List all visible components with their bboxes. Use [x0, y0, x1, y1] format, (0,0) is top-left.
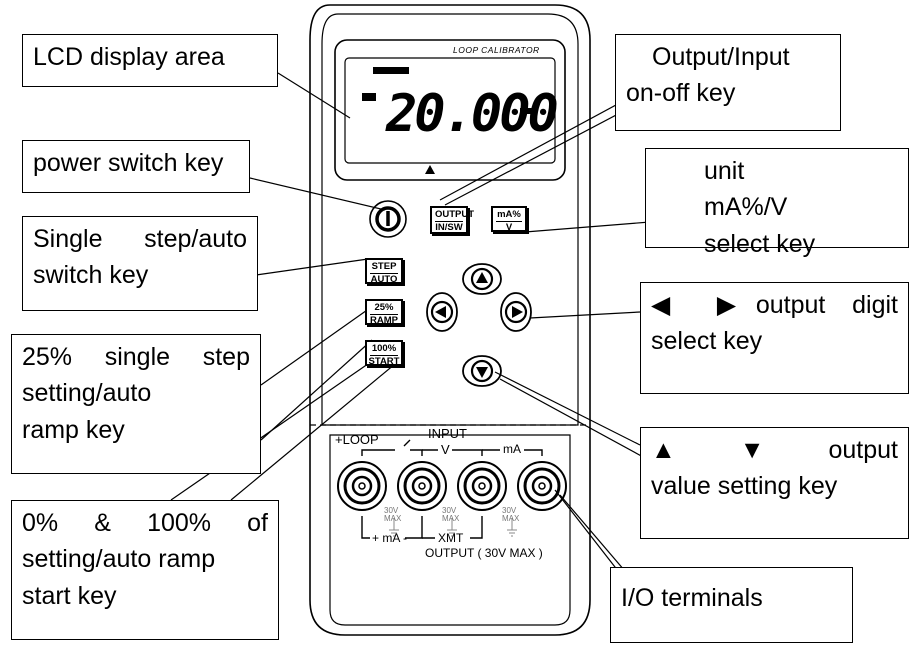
callout-output-input: Output/Input on-off key — [615, 34, 841, 131]
label-30v-3: 30V — [502, 506, 517, 515]
lcd-cursor-icon — [425, 165, 435, 174]
callout-io-terminals: I/O terminals — [610, 567, 853, 643]
arrow-up-icon — [476, 272, 488, 283]
lcd-bar-indicator — [373, 67, 409, 74]
label-max-1: MAX — [384, 514, 402, 523]
callout-value-setting: ▲ ▼ output value setting key — [640, 427, 909, 539]
label-plus-ma: + mA - — [372, 531, 408, 545]
lcd-title: LOOP CALIBRATOR — [453, 45, 540, 55]
terminal-jacks — [337, 461, 567, 511]
lcd-screen — [344, 57, 556, 164]
label-v: V — [441, 442, 450, 457]
arrow-right-icon — [512, 306, 523, 318]
label-xmt: XMT — [438, 531, 464, 545]
callout-ramp-key: 25% single step setting/auto ramp key — [11, 334, 261, 474]
label-output-max: OUTPUT ( 30V MAX ) — [425, 546, 543, 560]
start-key[interactable]: 100%START — [365, 340, 403, 366]
label-ma-top: mA — [503, 442, 521, 456]
ramp-key[interactable]: 25%RAMP — [365, 299, 403, 325]
arrow-down-icon — [476, 367, 488, 378]
arrow-left-icon — [435, 306, 446, 318]
label-30v-1: 30V — [384, 506, 399, 515]
label-loop: +LOOP — [335, 432, 379, 447]
callout-unit-select: unit mA%/V select key — [645, 148, 909, 258]
lcd-bezel — [334, 39, 566, 181]
lcd-reading: 20.000 — [386, 84, 559, 144]
label-30v-2: 30V — [442, 506, 457, 515]
lcd-minus-indicator — [362, 93, 376, 101]
label-max-2: MAX — [442, 514, 460, 523]
callout-digit-select: ◀ ▶output digit select key — [640, 282, 909, 394]
callout-lcd-display: LCD display area — [22, 34, 278, 87]
label-input: INPUT — [428, 426, 467, 441]
callout-step-auto: Single step/auto switch key — [22, 216, 258, 311]
callout-power-switch: power switch key — [22, 140, 250, 193]
callout-start-key: 0% & 100% of setting/auto ramp start key — [11, 500, 279, 640]
front-panel — [321, 13, 579, 426]
label-max-3: MAX — [502, 514, 520, 523]
unit-select-key[interactable]: mA%V — [491, 206, 527, 232]
